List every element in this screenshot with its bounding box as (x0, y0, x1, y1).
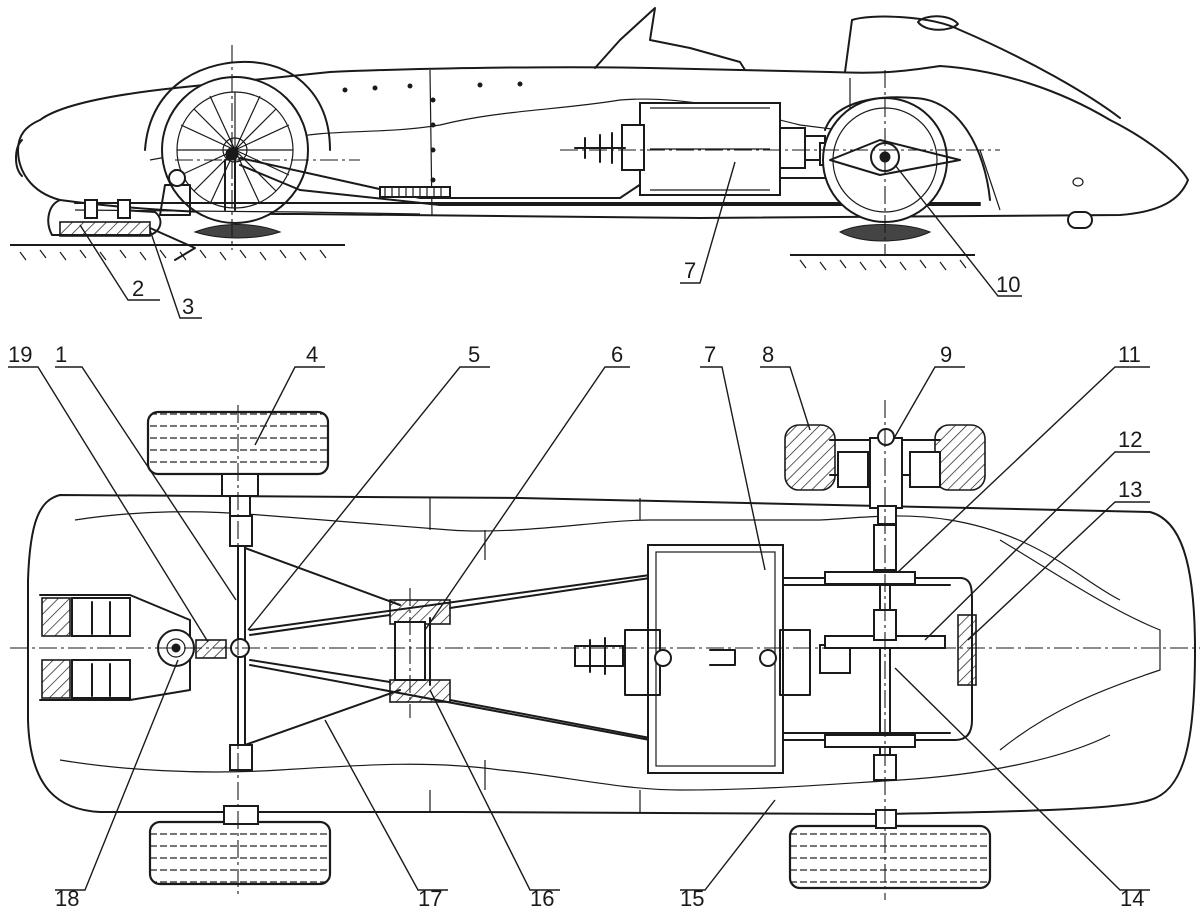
svg-text:6: 6 (611, 342, 623, 367)
svg-text:11: 11 (1118, 342, 1141, 367)
plan-nose-skid (39, 594, 191, 701)
windscreen (594, 7, 746, 71)
head-fairing (844, 15, 1121, 119)
callout-18: 18 (55, 659, 179, 911)
svg-text:10: 10 (996, 272, 1020, 297)
svg-text:19: 19 (8, 342, 32, 367)
callout-5: 5 (247, 342, 490, 631)
callout-19: 19 (8, 342, 209, 643)
svg-text:14: 14 (1120, 886, 1144, 911)
callout-17: 17 (324, 719, 448, 911)
svg-text:16: 16 (530, 886, 554, 911)
plan-body-outline (27, 494, 1196, 815)
side-front-wheel (144, 60, 331, 224)
nose-skid (47, 199, 196, 261)
callout-3: 3 (149, 229, 202, 319)
svg-text:3: 3 (182, 294, 194, 319)
callout-16: 16 (429, 689, 560, 911)
callout-13: 13 (967, 477, 1150, 641)
callouts: 2 3 7 10 19 1 4 5 (8, 161, 1150, 911)
ground-line-left (10, 244, 345, 261)
callout-2: 2 (79, 224, 160, 301)
svg-text:17: 17 (418, 886, 442, 911)
svg-text:4: 4 (306, 342, 318, 367)
svg-text:13: 13 (1118, 477, 1142, 502)
plan-rear-wheel-top (784, 424, 986, 525)
svg-text:7: 7 (704, 342, 716, 367)
svg-text:8: 8 (762, 342, 774, 367)
svg-text:7: 7 (684, 258, 696, 283)
svg-text:9: 9 (940, 342, 952, 367)
callout-7-plan: 7 (700, 342, 766, 571)
callout-4: 4 (254, 342, 325, 446)
callout-14: 14 (894, 667, 1150, 911)
callout-8: 8 (760, 342, 811, 431)
svg-text:15: 15 (680, 886, 704, 911)
callout-1: 1 (55, 342, 237, 601)
side-view (10, 7, 1189, 271)
svg-text:2: 2 (132, 276, 144, 301)
callout-6: 6 (424, 342, 630, 631)
plan-rear-wheel-bottom (788, 809, 992, 890)
svg-text:12: 12 (1118, 427, 1142, 452)
callout-12: 12 (924, 427, 1150, 641)
callout-15: 15 (680, 799, 776, 911)
side-motor (574, 102, 846, 196)
callout-10: 10 (894, 164, 1022, 297)
rivets (342, 81, 523, 183)
plan-front-wheel-bottom (148, 805, 332, 886)
svg-text:1: 1 (55, 342, 67, 367)
plan-view (10, 400, 1200, 900)
svg-text:18: 18 (55, 886, 79, 911)
callout-11: 11 (897, 342, 1150, 573)
svg-text:5: 5 (468, 342, 480, 367)
plan-motor (574, 544, 851, 774)
ground-line-right (790, 254, 975, 271)
callout-9: 9 (892, 342, 965, 441)
callout-7-side: 7 (680, 161, 736, 284)
side-rear-wheel (822, 96, 991, 242)
